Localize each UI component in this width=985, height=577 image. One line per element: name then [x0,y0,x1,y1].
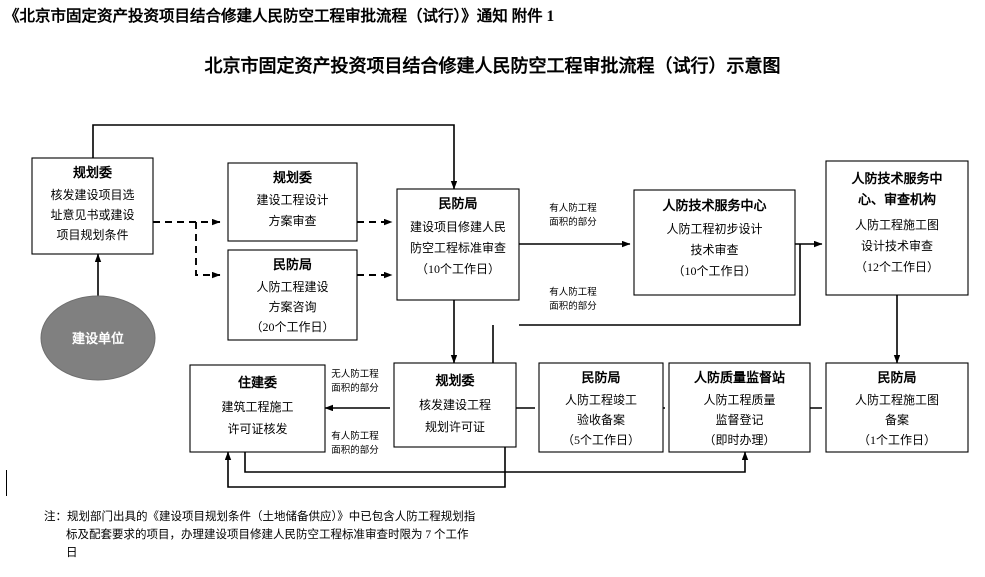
node-n1-title: 规划委 [73,165,112,180]
node-n11-line2: 许可证核发 [227,421,287,436]
edge-label-has-civil-defense-area: 有人防工程 面积的部分 [331,430,379,456]
node-n10-planning-permit[interactable]: 规划委 核发建设工程 规划许可证 [393,362,517,448]
footnote-line-3: 日 [66,547,78,559]
node-start-construction-unit[interactable]: 建设单位 [40,295,156,381]
node-n11-line1: 建筑工程施工 [221,399,293,414]
footnote-line-1: 注：规划部门出具的《建设项目规划条件（土地储备供应）》中已包含人防工程规划指 [44,511,476,523]
node-n6-line1: 人防工程施工图 [855,217,939,232]
node-n8-quality-supervision[interactable]: 人防质量监督站 人防工程质量 监督登记 （即时办理） [668,362,811,453]
node-n10-title: 规划委 [435,373,474,388]
node-n2-line1: 建设工程设计 [256,192,328,207]
node-n4-line1: 建设项目修建人民 [410,219,506,234]
edge-label-2-line2: 面积的部分 [549,300,597,312]
node-n4-line2: 防空工程标准审查 [410,240,506,255]
node-n1-planning-committee[interactable]: 规划委 核发建设项目选 址意见书或建设 项目规划条件 [31,157,154,255]
edge-n1-to-n3 [195,222,221,279]
edge-label-no-civil-defense-area: 无人防工程 面积的部分 [331,368,379,394]
node-n7-line1: 人防工程施工图 [855,392,939,407]
node-n10-line2: 规划许可证 [425,419,485,434]
edge-label-2-line1: 有人防工程 [549,286,597,298]
node-n8-line1: 人防工程质量 [703,392,775,407]
node-n7-line2: 备案 [885,412,909,427]
node-n9-line3: （5个工作日） [562,433,640,447]
node-n6-tech-center-review-agency[interactable]: 人防技术服务中 心、审查机构 人防工程施工图 设计技术审查 （12个工作日） [825,160,969,296]
edge-label-3-line1: 无人防工程 [331,368,379,380]
edge-label-1-line1: 有人防工程 [549,202,597,214]
node-n6-line3: （12个工作日） [855,260,939,274]
node-n2-title: 规划委 [273,170,312,185]
edge-n4-lower-to-n5-column [519,244,801,326]
node-n6-line2: 设计技术审查 [861,238,933,253]
node-n9-line2: 验收备案 [577,412,625,427]
edge-label-1-line2: 面积的部分 [549,216,597,228]
edge-label-4-line1: 有人防工程 [331,430,379,442]
node-n3-civil-defense-consult[interactable]: 民防局 人防工程建设 方案咨询 （20个工作日） [227,249,358,341]
node-n4-title: 民防局 [438,196,477,211]
node-n8-line3: （即时办理） [703,432,775,447]
node-n1-line1: 核发建设项目选 [50,187,134,202]
node-n1-line2: 址意见书或建设 [50,207,134,222]
node-n11-construction-permit[interactable]: 住建委 建筑工程施工 许可证核发 [189,364,326,453]
footnote-line-2: 标及配套要求的项目，办理建设项目修建人民防空工程标准审查时限为 7 个工作 [66,529,469,541]
node-n2-line2: 方案审查 [268,213,316,228]
node-n5-line3: （10个工作日） [672,264,756,278]
node-n5-line1: 人防工程初步设计 [666,221,762,236]
edge-label-4-line2: 面积的部分 [331,444,379,456]
node-n3-title: 民防局 [273,257,312,272]
node-n3-line3: （20个工作日） [250,320,334,334]
node-n1-line3: 项目规划条件 [56,227,128,242]
node-n7-line3: （1个工作日） [858,433,936,447]
node-n4-standard-review[interactable]: 民防局 建设项目修建人民 防空工程标准审查 （10个工作日） [396,188,520,301]
node-n6-title: 人防技术服务中 [851,171,942,186]
edge-top-return-to-n4 [92,124,458,190]
node-n7-drawing-filing[interactable]: 民防局 人防工程施工图 备案 （1个工作日） [825,362,969,453]
node-n6-title2: 心、审查机构 [858,192,936,207]
notice-header: 《北京市固定资产投资项目结合修建人民防空工程审批流程（试行）》通知 附件 1 [4,8,555,25]
node-n4-line3: （10个工作日） [416,262,500,276]
edge-label-n4-to-n5: 有人防工程 面积的部分 [549,202,597,228]
node-n9-completion-filing[interactable]: 民防局 人防工程竣工 验收备案 （5个工作日） [538,362,664,453]
edge-n11-to-n8 [244,451,749,473]
edge-label-n4-lower: 有人防工程 面积的部分 [549,286,597,312]
node-n8-line2: 监督登记 [715,412,763,427]
node-n11-title: 住建委 [238,375,277,390]
node-n9-line1: 人防工程竣工 [565,392,637,407]
footnote: 注：规划部门出具的《建设项目规划条件（土地储备供应）》中已包含人防工程规划指 标… [44,508,644,562]
node-n7-title: 民防局 [877,370,916,385]
node-n2-design-review[interactable]: 规划委 建设工程设计 方案审查 [227,162,358,242]
margin-tick [6,470,7,496]
node-n5-line2: 技术审查 [690,242,738,257]
node-n3-line1: 人防工程建设 [256,279,328,294]
page-title: 北京市固定资产投资项目结合修建人民防空工程审批流程（试行）示意图 [204,56,781,76]
node-n9-title: 民防局 [581,370,620,385]
node-n3-line2: 方案咨询 [268,299,316,314]
node-n8-title: 人防质量监督站 [694,370,785,385]
node-n5-tech-service-center[interactable]: 人防技术服务中心 人防工程初步设计 技术审查 （10个工作日） [633,189,796,296]
node-start-label: 建设单位 [72,331,124,346]
node-n5-title: 人防技术服务中心 [662,198,766,213]
edge-label-3-line2: 面积的部分 [331,382,379,394]
node-n10-line1: 核发建设工程 [419,397,491,412]
